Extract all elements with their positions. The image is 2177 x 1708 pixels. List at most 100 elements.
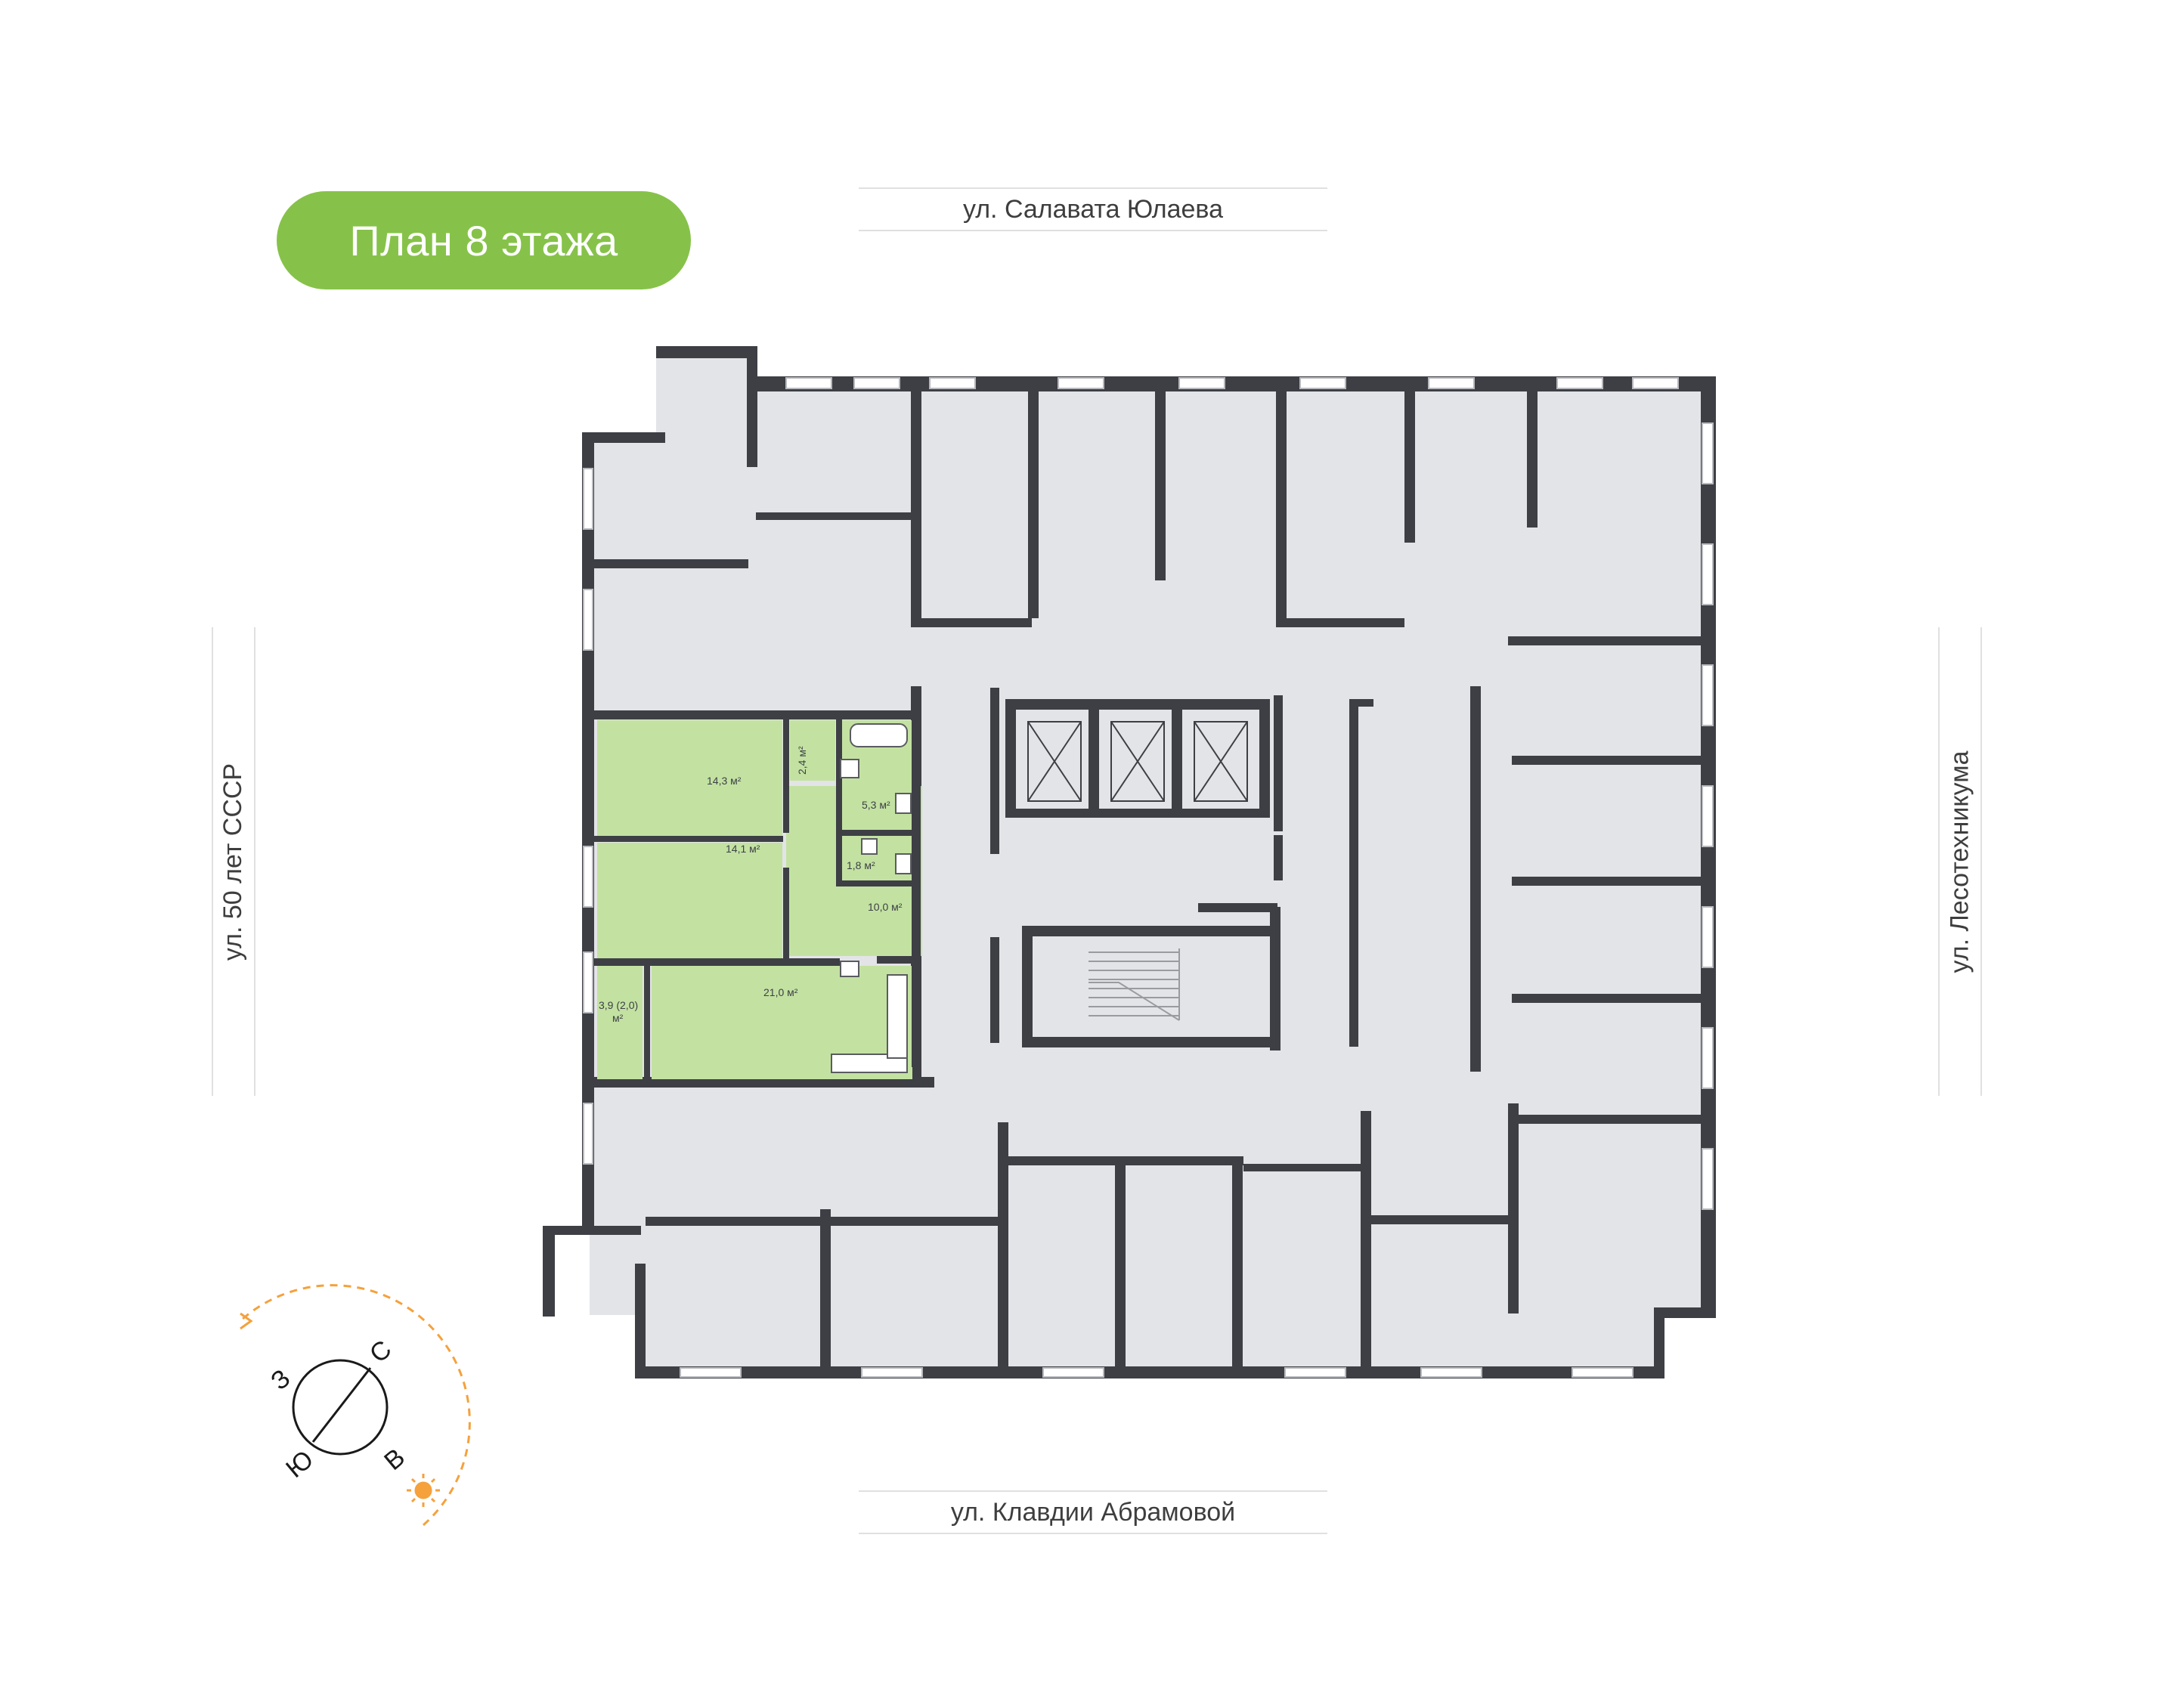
window [583,589,593,651]
wall [635,1264,646,1377]
sun-path-arrow [240,1312,253,1330]
window [1702,543,1714,605]
window [1702,785,1714,847]
wall [543,1226,555,1317]
elevator-cross [1027,721,1082,802]
area-label-wc: 1,8 м² [847,859,875,871]
wall [1508,1103,1519,1313]
elevator-cabin [1027,721,1082,802]
wall [594,836,783,842]
room-balcony [597,966,643,1079]
wall [836,830,919,836]
wall [1512,756,1701,765]
wall [1276,391,1287,618]
apartment-walls [594,710,921,1079]
wall [1508,636,1701,645]
wall [1512,877,1701,886]
stairs [1088,948,1180,1021]
wall [644,966,650,1079]
sun-path-arc [241,1284,471,1527]
stair-steps [1088,948,1180,1021]
wall [1358,699,1373,707]
window [583,1103,593,1165]
apartment-highlight: 14,3 м² 2,4 м² 5,3 м² 14,1 м² 1,8 м² 10,… [594,710,922,1079]
area-label-bathroom: 5,3 м² [862,799,890,811]
wall [820,1209,831,1366]
wall [998,1122,1008,1366]
street-label-bottom: ул. Клавдии Абрамовой [859,1490,1327,1534]
elevator-cross [1194,721,1248,802]
wall [594,1077,934,1088]
area-label-bedroom-2: 14,1 м² [726,843,760,855]
wall [1274,835,1283,880]
wall [1022,926,1033,1039]
wall [1028,391,1039,618]
compass-north: С [364,1335,397,1369]
wall [747,346,757,467]
wall [911,618,1032,627]
compass-needle [311,1367,372,1443]
toilet [895,853,912,874]
window [1702,1027,1714,1089]
wall [1361,1215,1512,1224]
compass: С З Ю В [240,1284,471,1527]
wall [1172,699,1182,812]
wall [543,1226,641,1235]
area-label-storage: 2,4 м² [796,746,808,775]
windows [583,377,1714,1378]
wall [1022,926,1279,936]
street-label-left: ул. 50 лет СССР [212,627,255,1096]
sink [840,759,859,778]
sun-ray [410,1477,417,1484]
wall [1115,1164,1126,1366]
window [1058,377,1104,389]
wall [1088,699,1099,812]
street-bottom-text: ул. Клавдии Абрамовой [950,1497,1236,1527]
window [1702,906,1714,968]
wall [1155,391,1166,580]
room-hall-ext [841,884,922,956]
area-label-balcony: 3,9 (2,0) [599,999,638,1011]
wall [836,880,919,886]
sink [861,838,878,855]
window [929,377,976,389]
window [583,468,593,530]
window [1632,377,1679,389]
wall [1512,1115,1701,1124]
wall [1276,618,1404,627]
wall [1663,1307,1716,1318]
room-storage [790,720,835,781]
area-labels: 14,3 м² 2,4 м² 5,3 м² 14,1 м² 1,8 м² 10,… [599,746,903,1024]
window [583,846,593,908]
fridge [840,961,859,977]
kitchen-counter-side [887,974,908,1059]
wall [990,688,999,854]
sun-core [414,1481,432,1499]
window [1572,1367,1634,1378]
wall [756,512,911,520]
street-label-right: ул. Лесотехникума [1938,627,1982,1096]
wall [1259,699,1270,812]
wall [998,1156,1243,1165]
wall [1527,391,1538,528]
building-fill [544,346,1716,1377]
sun-ray [410,1497,417,1503]
toilet [895,793,912,814]
wall [1470,686,1481,1072]
wall [1404,391,1415,543]
wall [1361,1111,1371,1366]
compass-east: В [379,1443,410,1476]
area-label-hall: 10,0 м² [868,901,903,913]
window [1556,377,1603,389]
elevators [1027,721,1248,802]
wall [990,937,999,1043]
wall [1005,699,1016,812]
compass-south: Ю [280,1445,319,1484]
window [583,951,593,1013]
compass-west: З [265,1364,296,1396]
wall [1349,699,1358,1047]
elevator-cross [1110,721,1165,802]
wall [1270,907,1280,1050]
window [1178,377,1225,389]
